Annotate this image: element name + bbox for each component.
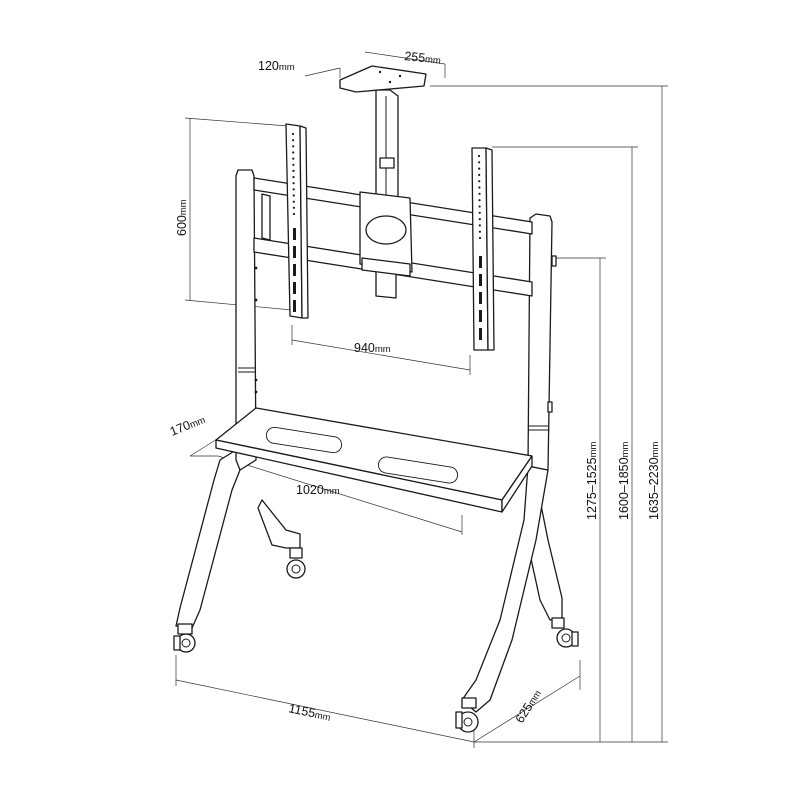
label-height-mid: 1600–1850mm [617, 442, 631, 520]
mount-hole [477, 154, 481, 158]
mount-hole [292, 169, 295, 172]
label-base-width: 1155mm [287, 701, 332, 724]
mount-hole [478, 161, 481, 164]
mount-slot [293, 300, 296, 312]
mount-hole [292, 163, 295, 166]
mount-hole [292, 212, 296, 216]
mount-hole [292, 145, 295, 148]
mount-hole [292, 200, 295, 203]
mount-hole [478, 192, 481, 195]
mount-hole [478, 199, 481, 202]
caster-front-left [173, 623, 196, 653]
mount-hole [478, 205, 481, 208]
mount-slot [479, 328, 482, 340]
mount-slot [293, 264, 296, 276]
mount-slot [479, 256, 482, 268]
caster-rear-left [286, 547, 306, 579]
casters [173, 547, 579, 733]
mount-hole [478, 173, 481, 176]
mount-hole [292, 206, 295, 209]
label-height-low: 1275–1525mm [585, 442, 599, 520]
mount-hole [478, 211, 481, 214]
mount-slot [293, 282, 296, 294]
label-height-total: 1635–2230mm [647, 442, 661, 520]
mount-hole [478, 224, 481, 227]
mount-hole [292, 188, 295, 191]
dimension-labels: 120mm 255mm 600mm 940mm 170mm 1020mm 115… [168, 49, 661, 726]
mount-hole [478, 218, 481, 221]
center-mount-plate [359, 191, 413, 277]
mount-hole [478, 230, 481, 233]
mount-hole [292, 194, 295, 197]
label-base-depth: 625mm [513, 687, 544, 726]
mount-slot [293, 246, 296, 258]
mount-slot [479, 274, 482, 286]
mount-hole [291, 132, 295, 136]
vesa-bracket-right [471, 147, 495, 351]
mount-hole [478, 186, 481, 189]
vesa-bracket-left [285, 123, 309, 319]
label-bracket-depth: 120mm [258, 59, 295, 73]
label-shelf-depth: 170mm [168, 412, 207, 439]
mount-hole [292, 182, 295, 185]
label-vesa-width: 940mm [354, 341, 391, 355]
mount-slot [479, 310, 482, 322]
vesa-holes [291, 132, 482, 340]
mount-hole [292, 176, 295, 179]
mount-hole [292, 151, 295, 154]
mount-hole [292, 157, 295, 160]
dimension-lines [175, 51, 668, 748]
mount-hole [478, 180, 481, 183]
upright-columns [235, 169, 557, 471]
mount-hole [478, 236, 482, 240]
label-bracket-width: 255mm [404, 49, 442, 67]
mount-slot [479, 292, 482, 304]
caster-rear-right [551, 617, 579, 648]
shelf [215, 407, 533, 513]
caster-front-right [455, 697, 479, 733]
mount-hole [292, 139, 295, 142]
label-shelf-width: 1020mm [296, 483, 340, 497]
label-vesa-height: 600mm [175, 199, 189, 236]
mount-slot [293, 228, 296, 240]
base-legs [175, 449, 563, 713]
mount-hole [478, 167, 481, 170]
